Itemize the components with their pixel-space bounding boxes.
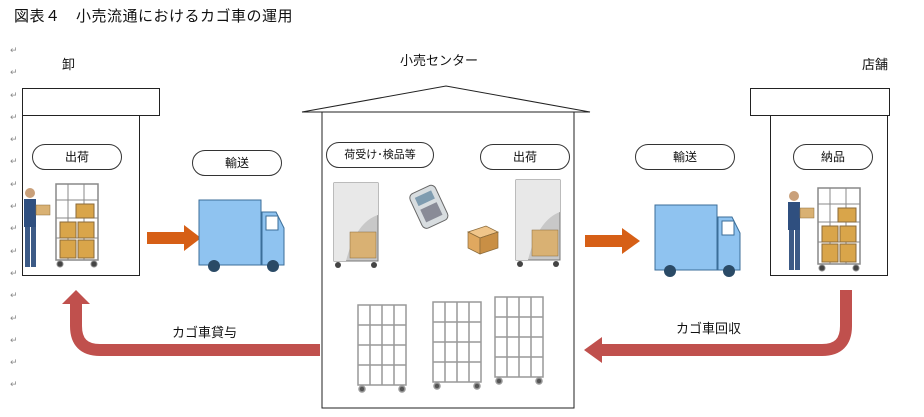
wholesale-label: 卸 (62, 58, 76, 73)
figure-title: 図表４ 小売流通におけるカゴ車の運用 (14, 7, 294, 25)
empty-cart-2 (432, 301, 482, 390)
retail-center-label: 小売センター (400, 54, 479, 69)
step-transport-left: 輸送 (192, 150, 282, 176)
paragraph-marks: ↵↵↵ ↵↵↵ ↵↵↵ ↵↵↵ ↵↵↵ ↵ (10, 46, 18, 391)
store-label: 店舗 (862, 58, 889, 73)
truck-left (198, 199, 285, 272)
worker-store (788, 191, 815, 270)
step-transport-right: 輸送 (635, 144, 735, 170)
step-ship-center: 出荷 (480, 144, 570, 170)
step-delivery: 納品 (793, 144, 873, 170)
empty-cart-1 (357, 304, 407, 393)
step-ship-left: 出荷 (32, 144, 122, 170)
flow-cart-lending: カゴ車貸与 (172, 326, 238, 341)
loaded-cart-wholesale (55, 183, 99, 268)
flow-cart-return: カゴ車回収 (676, 322, 742, 337)
handheld-scanner-icon (409, 184, 449, 229)
wrapped-cart-ship (515, 179, 561, 267)
orange-arrow-left (147, 225, 201, 251)
orange-arrow-right (585, 228, 640, 254)
loaded-cart-store (817, 187, 861, 272)
step-receive-inspect: 荷受け･検品等 (326, 142, 434, 168)
empty-cart-3 (494, 296, 544, 385)
red-arrow-lending (62, 290, 320, 356)
truck-right (654, 204, 741, 277)
red-arrow-return (584, 290, 852, 363)
cardboard-box-icon (467, 225, 499, 255)
worker-wholesale (24, 188, 51, 267)
wrapped-cart-receive (333, 182, 379, 268)
retail-center-roof (301, 85, 591, 113)
wholesale-roof (22, 88, 160, 116)
